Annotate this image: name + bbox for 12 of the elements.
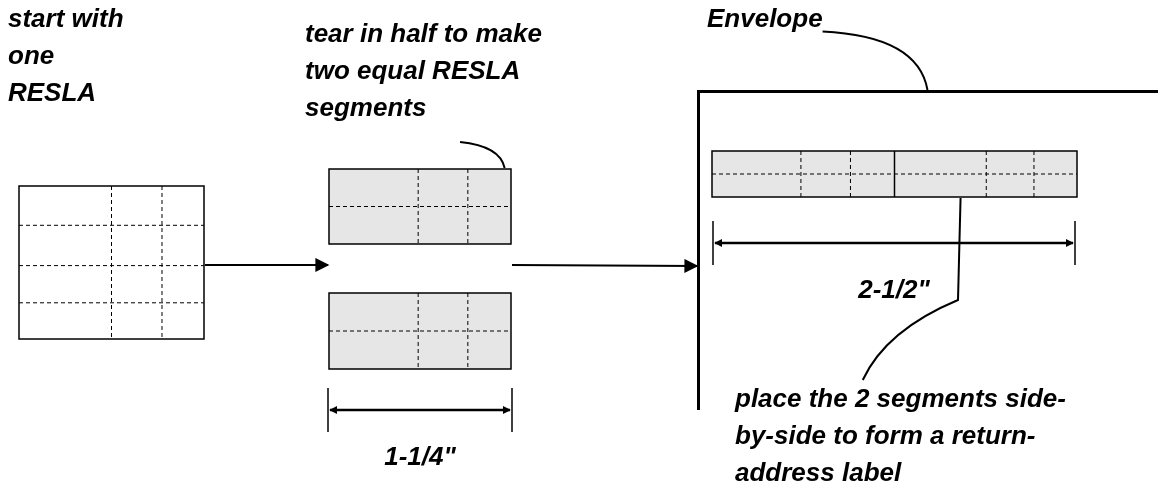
note-text: place the 2 segments side-by-side to form a return-address label — [735, 380, 1100, 485]
leader-line — [821, 30, 929, 91]
arrow — [511, 258, 699, 273]
arrow — [204, 257, 330, 272]
dimension-text: 1-1/4" — [383, 440, 457, 473]
note-text: tear in half to make two equal RESLA segments — [305, 15, 577, 142]
leader-line — [459, 141, 506, 169]
dimension-text: 2-1/2" — [857, 273, 931, 306]
envelope-corner — [697, 90, 1158, 410]
note-text: Envelope — [707, 0, 823, 42]
leader-line — [861, 197, 962, 381]
heading-text: start with one RESLA — [8, 2, 125, 109]
